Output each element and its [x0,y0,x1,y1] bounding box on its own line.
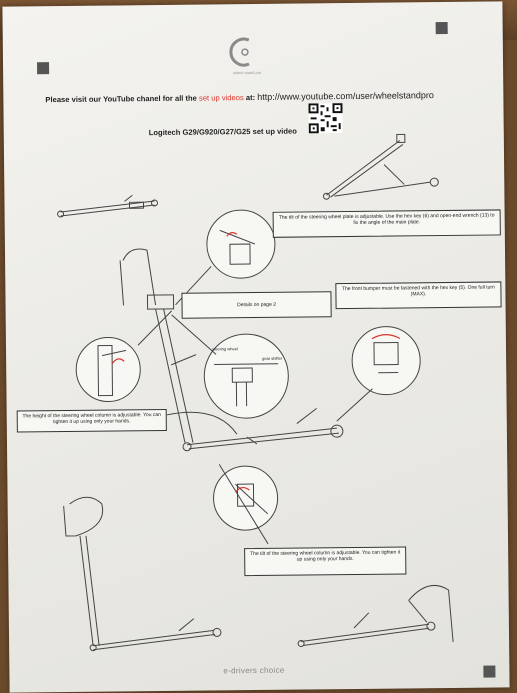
note-column-tilt: The tilt of the steering wheel column is… [244,546,406,576]
note-wheel-plate: The tilt of the steering wheel plate is … [273,209,501,237]
assembly-diagrams [2,1,509,692]
note-front-bumper: The front bumper must be fastened with t… [335,281,501,309]
folded-stand-left-drawing [57,195,157,217]
detail-circle-column-tilt [213,466,278,531]
stand-low-position-drawing [298,585,454,646]
inset-label-gear-shifter: gear shifter [262,356,282,361]
detail-circle-column-height [76,337,141,402]
footer-brand: e-drivers choice [223,666,284,676]
note-column-height: The height of the steering wheel column … [17,409,167,433]
note-details: Details on page 2 [181,291,331,319]
stand-high-position-drawing [64,496,222,651]
inset-label-steering-wheel: steering wheel [212,346,238,351]
instruction-sheet: wheel stand pro Please visit our YouTube… [2,1,509,692]
folded-stand-right-drawing [323,134,439,199]
detail-circle-front-bumper [352,326,421,395]
